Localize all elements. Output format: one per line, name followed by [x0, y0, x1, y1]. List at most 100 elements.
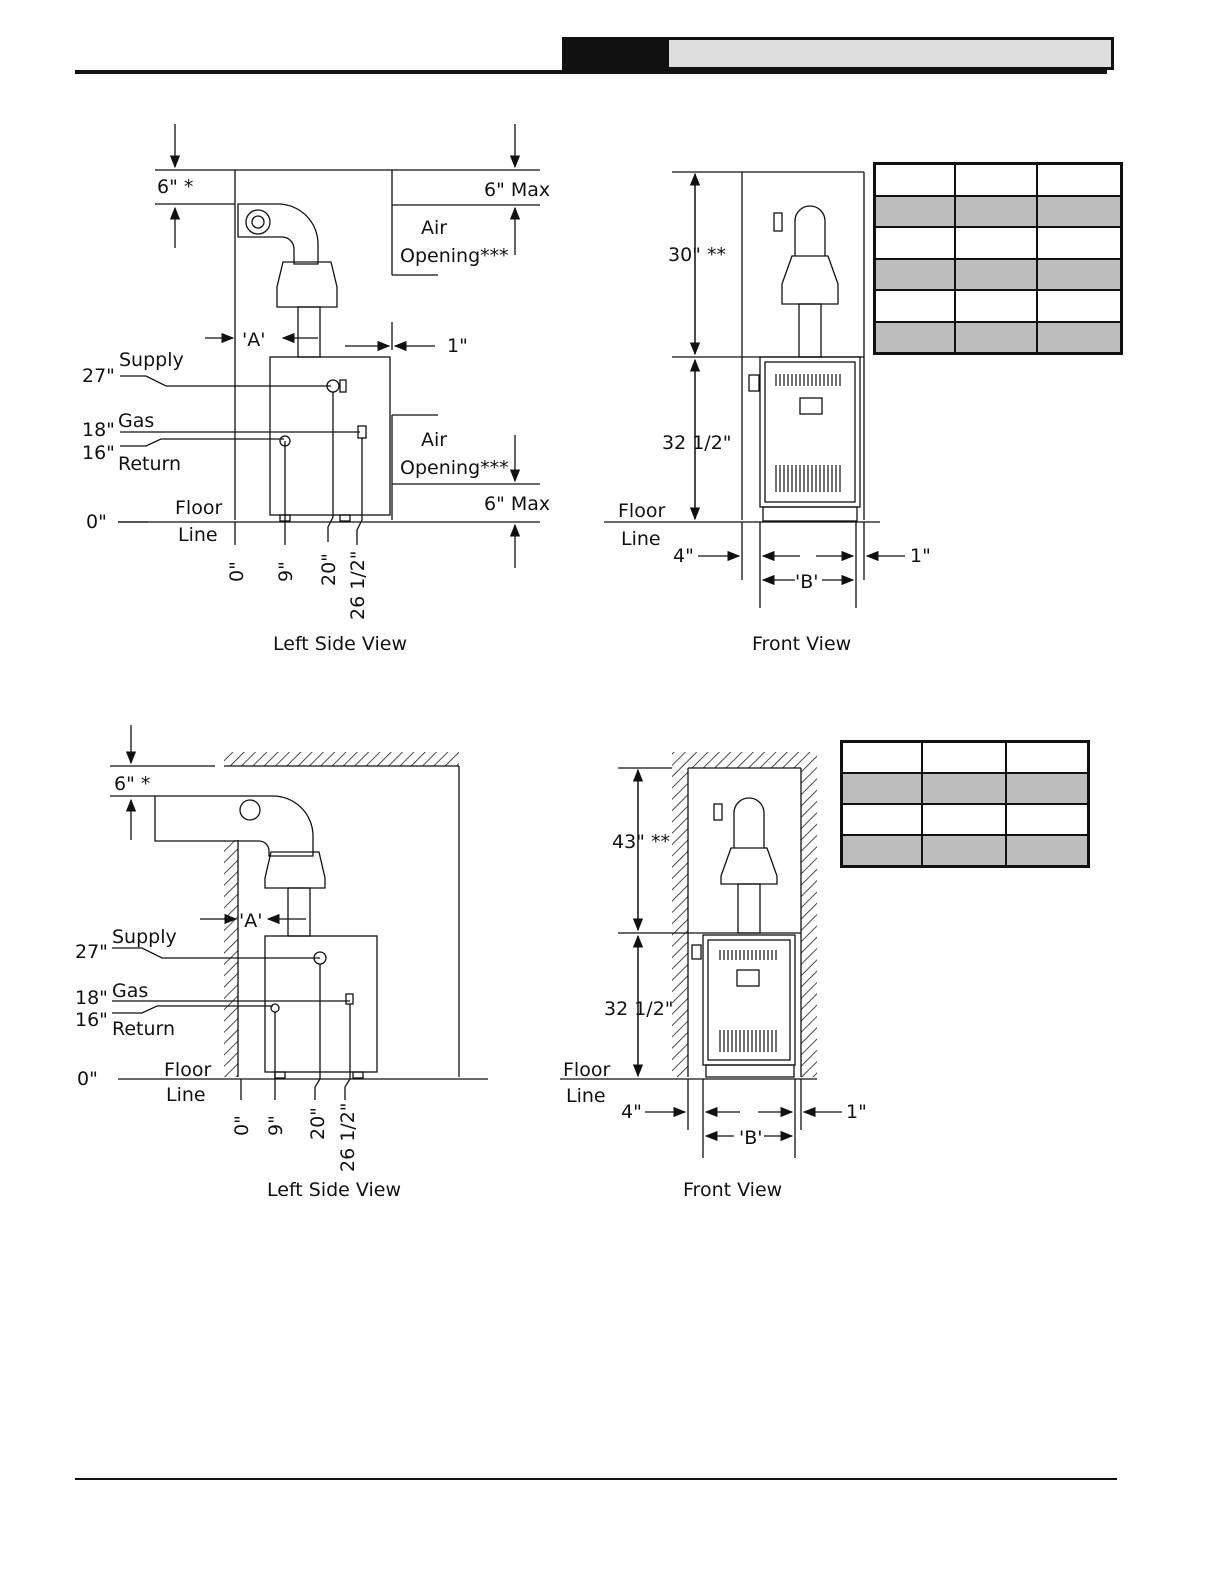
- table1-cell: [956, 322, 1036, 352]
- fig2-vent: [794, 205, 826, 256]
- table2-cell: [843, 743, 921, 772]
- fig1-0-height: 0": [86, 511, 107, 533]
- table1-cell: [956, 228, 1036, 258]
- fig2-left-dim: 4": [673, 545, 694, 567]
- fig3-vent-cap: [239, 799, 261, 821]
- fig2-front-view: [604, 171, 905, 608]
- fig1-caption: Left Side View: [273, 633, 407, 655]
- fig3-x26: 26 1/2": [337, 1102, 359, 1172]
- fig4-right-wall-hatch: [801, 768, 817, 1077]
- fig3-caption: Left Side View: [267, 1179, 401, 1201]
- table1-cell: [1038, 322, 1120, 352]
- fig3-draft-hood: [264, 851, 326, 889]
- fig4-b-dim: 'B': [739, 1127, 762, 1149]
- fig1-x0: 0": [226, 561, 248, 582]
- fig4-flue-pipe: [737, 883, 761, 934]
- fig3-27: 27": [75, 941, 108, 963]
- fig2-b-dim: 'B': [795, 571, 818, 593]
- table1-cell: [876, 165, 954, 195]
- footer-rule: [75, 1478, 1117, 1480]
- table1-cell: [1038, 196, 1120, 226]
- fig4-vent: [733, 797, 765, 848]
- fig1-18: 18": [82, 419, 115, 441]
- fig2-floor: Floor: [618, 500, 665, 522]
- fig3-x20: 20": [307, 1107, 329, 1140]
- fig4-draft-hood: [720, 847, 778, 885]
- fig4-boiler-body: [702, 934, 796, 1066]
- fig3-boiler-body: [264, 935, 378, 1073]
- fig1-labels: 6" * 6" Max Air Opening*** 'A' 1" Supply…: [82, 176, 550, 655]
- table1-cell: [876, 228, 954, 258]
- table1-cell: [956, 259, 1036, 289]
- table2-cell: [923, 743, 1005, 772]
- fig3-16: 16": [75, 1009, 108, 1031]
- table1-cell: [876, 291, 954, 321]
- fig3-gas: Gas: [112, 980, 148, 1002]
- fig1-air-top-1: Air: [421, 217, 447, 239]
- fig1-left-side-view: [118, 124, 540, 568]
- dimension-table-2: [840, 740, 1090, 868]
- fig1-vent-cap: [245, 209, 271, 235]
- fig3-left-side-view: [110, 725, 488, 1100]
- table1-cell: [876, 322, 954, 352]
- fig1-27: 27": [82, 365, 115, 387]
- fig4-left-wall-hatch: [672, 768, 688, 1077]
- fig4-right-dim: 1": [846, 1101, 867, 1123]
- fig1-vent-elbow: [237, 203, 319, 265]
- fig4-supply-valve: [691, 944, 702, 960]
- table2-cell: [843, 836, 921, 865]
- fig4-vents: [719, 950, 777, 1052]
- fig3-top-clearance: 6" *: [114, 773, 150, 795]
- table1-cell: [876, 196, 954, 226]
- fig1-16: 16": [82, 442, 115, 464]
- fig1-x20: 20": [318, 553, 340, 586]
- fig4-floor: Floor: [563, 1059, 610, 1081]
- dimension-table-1: [873, 162, 1123, 355]
- fig4-labels: 43" ** 32 1/2" Floor Line 4" 1" 'B' Fron…: [563, 831, 867, 1201]
- table1-cell: [1038, 165, 1120, 195]
- fig2-sight-window: [799, 397, 823, 415]
- fig1-air-top-2: Opening***: [400, 245, 509, 267]
- table2-cell: [843, 774, 921, 803]
- fig3-x9: 9": [265, 1115, 287, 1136]
- table1-cell: [956, 196, 1036, 226]
- fig1-x26: 26 1/2": [347, 550, 369, 620]
- table2-cell: [1007, 743, 1087, 772]
- fig3-supply: Supply: [112, 926, 177, 948]
- fig4-left-dim: 4": [621, 1101, 642, 1123]
- fig4-top-dim: 43" **: [612, 831, 670, 853]
- fig3-floor: Floor: [164, 1059, 211, 1081]
- fig1-line: Line: [178, 524, 218, 546]
- table2-cell: [1007, 774, 1087, 803]
- fig1-max-bot: 6" Max: [484, 493, 550, 515]
- table1-cell: [876, 259, 954, 289]
- fig1-1in: 1": [447, 335, 468, 357]
- fig2-boiler-body: [759, 356, 861, 508]
- table1-cell: [956, 165, 1036, 195]
- fig3-flue-pipe: [287, 887, 311, 937]
- table2-cell: [923, 774, 1005, 803]
- fig2-draft-hood: [781, 255, 839, 305]
- fig4-ceiling-hatch: [672, 752, 817, 768]
- fig3-return: Return: [112, 1018, 175, 1040]
- fig1-a-dim: 'A': [242, 329, 265, 351]
- fig3-0-height: 0": [77, 1068, 98, 1090]
- fig4-line: Line: [566, 1085, 606, 1107]
- fig1-air-bot-2: Opening***: [400, 457, 509, 479]
- fig4-body-dim: 32 1/2": [604, 998, 674, 1020]
- fig3-ceiling-hatch: [224, 752, 459, 766]
- fig3-labels: 6" * 'A' Supply 27" Gas 18" 16" Return F…: [75, 773, 401, 1201]
- fig3-line: Line: [166, 1084, 206, 1106]
- fig2-top-dim: 30" **: [668, 244, 726, 266]
- header-black-tab: [562, 37, 669, 74]
- fig1-air-bot-1: Air: [421, 429, 447, 451]
- table2-cell: [843, 805, 921, 834]
- table1-cell: [1038, 259, 1120, 289]
- fig2-supply-valve: [748, 374, 760, 392]
- fig4-sight-window: [736, 969, 760, 987]
- header-grey-bar: [669, 37, 1114, 70]
- table2-cell: [923, 836, 1005, 865]
- fig1-gas: Gas: [118, 410, 154, 432]
- fig3-vent-pipe: [154, 795, 314, 857]
